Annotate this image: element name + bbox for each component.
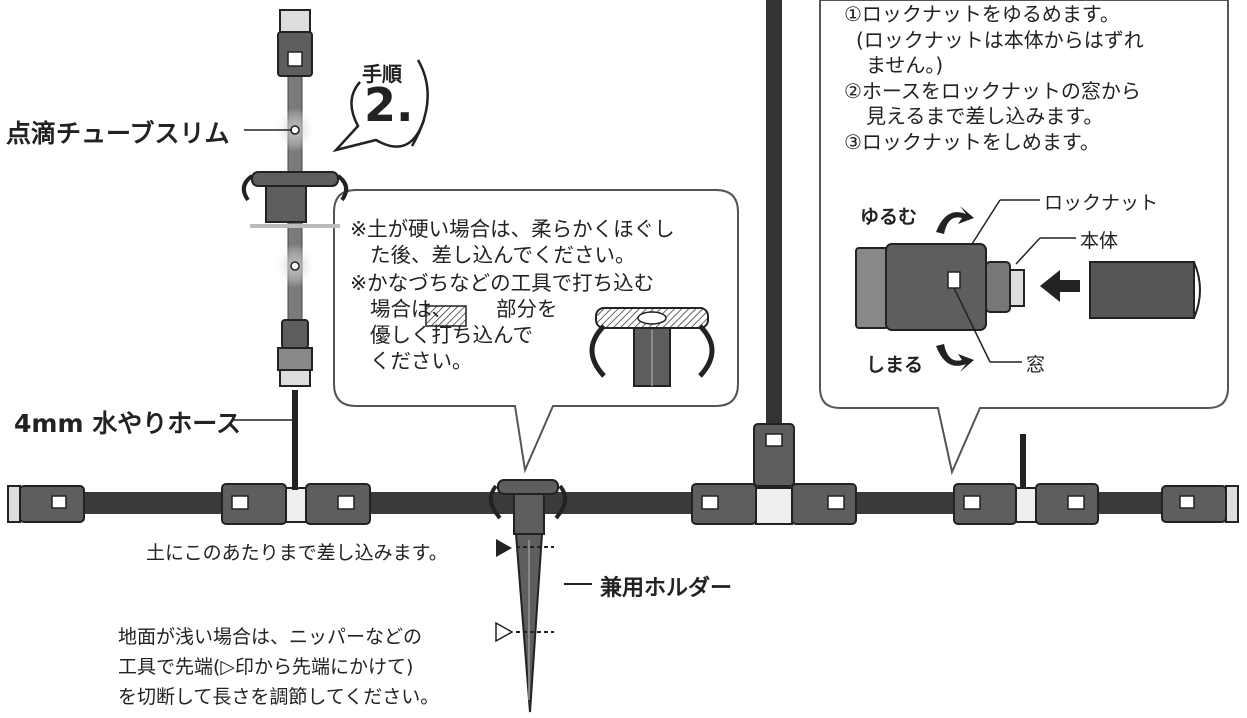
hatch-sample: [425, 305, 467, 327]
holder-detail-illustration: [589, 307, 715, 387]
label-loosen: ゆるむ: [860, 206, 918, 228]
label-tighten: しまる: [866, 354, 924, 376]
step-badge: [332, 59, 429, 153]
note-line: ※かなづちなどの工具で打ち込む: [350, 271, 655, 295]
holder-note-1: ※土が硬い場合は、柔らかくほぐし た後、差し込んでください。: [350, 216, 675, 268]
step-line: 見えるまで差し込みます。: [866, 104, 1104, 128]
note-line: た後、差し込んでください。: [370, 243, 636, 267]
open-triangle: [495, 621, 514, 643]
filled-triangle: [496, 539, 512, 557]
label-insert-depth: 土にこのあたりまで差し込みます。: [146, 542, 448, 564]
note-line: ※土が硬い場合は、柔らかくほぐし: [350, 217, 675, 241]
end-cap-right: [1161, 485, 1239, 523]
label-window: 窓: [1026, 354, 1046, 376]
note-line: 優しく打ち込んで: [370, 323, 533, 347]
step-label: 手順: [362, 62, 402, 86]
label-holder: 兼用ホルダー: [600, 576, 733, 601]
connector-hose: [221, 483, 371, 525]
note-line: ください。: [370, 349, 473, 373]
holder-note-2: ※かなづちなどの工具で打ち込む 場合は、 部分を 優しく打ち込んで ください。: [350, 270, 654, 374]
holder-callout-bubble: [333, 189, 739, 474]
label-locknut: ロックナット: [1044, 192, 1159, 214]
label-drip-tube: 点滴チューブスリム: [6, 119, 230, 148]
step-number: 2.: [364, 78, 414, 132]
note-span: 場合は、: [370, 297, 452, 321]
cut-note-line: 工具で先端(▷印から先端にかけて): [118, 656, 414, 678]
step-line: ①ロックナットをゆるめます。: [844, 2, 1120, 26]
note-span: 部分を: [496, 297, 558, 321]
vertical-pipe: [766, 0, 782, 432]
connector-right: [953, 434, 1099, 525]
label-body: 本体: [1080, 230, 1119, 252]
tube-holder-clip: [241, 171, 349, 228]
tube-top-connector: [277, 9, 313, 77]
step-line: (ロックナットは本体からはずれ: [856, 27, 1144, 52]
end-cap-left: [7, 485, 85, 523]
holder-stake: [488, 479, 568, 713]
step-line: ません。): [866, 53, 944, 77]
label-hose: 4mm 水やりホース: [14, 409, 241, 438]
step-line: ②ホースをロックナットの窓から: [844, 78, 1141, 103]
locknut-illustration: [855, 199, 1201, 372]
cut-note-line: を切断して長さを調節してください。: [118, 686, 440, 708]
lock-steps: ①ロックナットをゆるめます。 (ロックナットは本体からはずれ ません。) ②ホー…: [844, 2, 1144, 155]
lock-callout-bubble: [819, 0, 1229, 476]
step-line: ③ロックナットをしめます。: [844, 129, 1100, 154]
tube-bottom-connector: [277, 319, 313, 387]
connector-tee: [691, 423, 857, 525]
note-line: 場合は、 部分を: [350, 296, 654, 322]
hose-4mm: [292, 390, 298, 490]
cut-note: 地面が浅い場合は、ニッパーなどの 工具で先端(▷印から先端にかけて) を切断して…: [118, 622, 439, 712]
cut-note-line: 地面が浅い場合は、ニッパーなどの: [118, 626, 423, 648]
